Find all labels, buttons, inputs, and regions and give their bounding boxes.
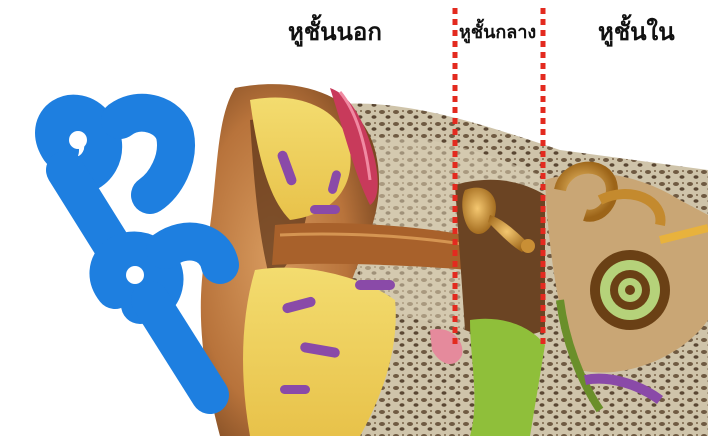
watermark-logo <box>54 113 220 395</box>
label-middle-ear: หูชั้นกลาง <box>459 17 536 46</box>
label-outer-ear: หูชั้นนอก <box>288 12 382 51</box>
label-inner-ear: หูชั้นใน <box>598 12 675 51</box>
